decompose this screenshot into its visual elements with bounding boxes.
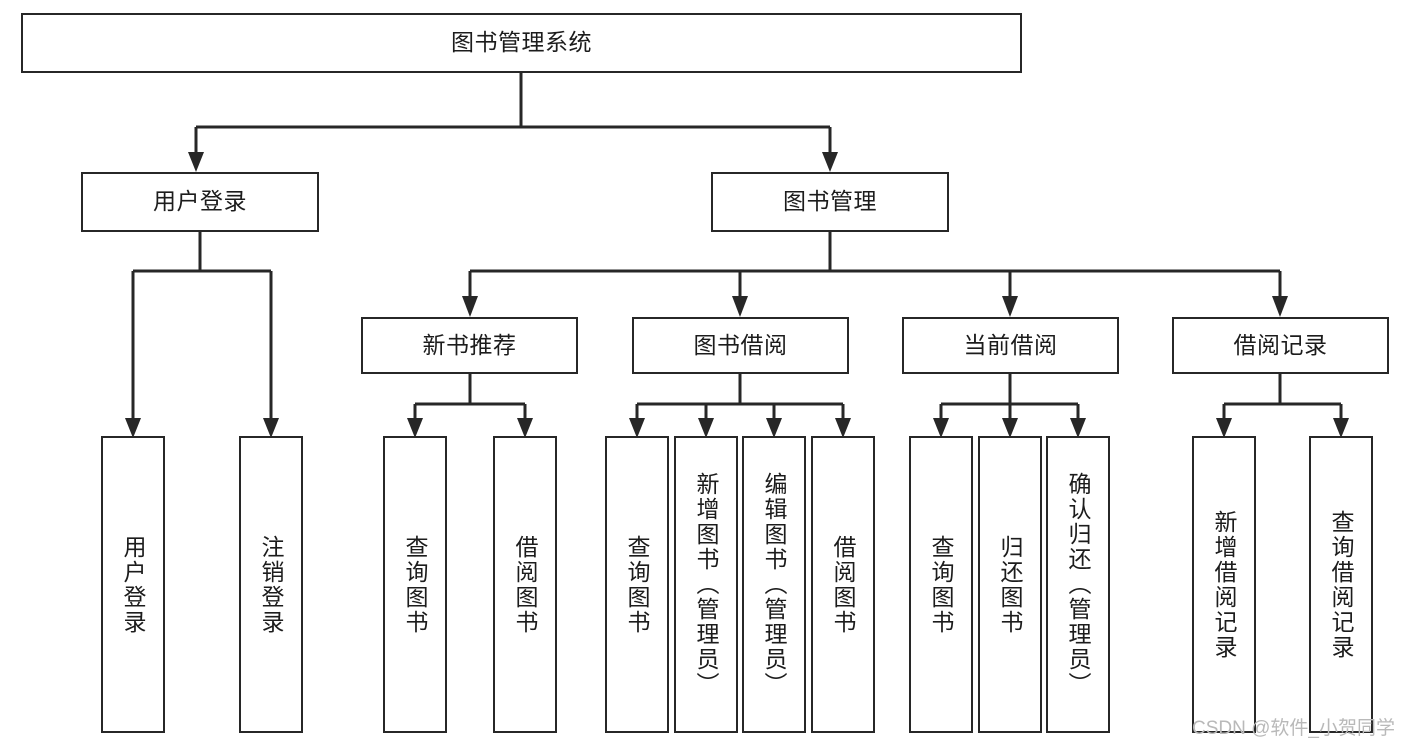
leaf-borrow-books-borrow-label: 借阅图书: [830, 534, 857, 635]
node-borrow-records[interactable]: 借阅记录: [1172, 317, 1389, 374]
leaf-confirm-return-admin[interactable]: 确认归还（管理员）: [1046, 436, 1110, 733]
leaf-borrow-books-recommend-label: 借阅图书: [512, 534, 539, 635]
node-current-borrow[interactable]: 当前借阅: [902, 317, 1119, 374]
leaf-query-books-current[interactable]: 查询图书: [909, 436, 973, 733]
leaf-query-books-current-label: 查询图书: [928, 534, 955, 635]
leaf-edit-book-admin-label: 编辑图书（管理员）: [761, 472, 788, 697]
leaf-add-borrow-record[interactable]: 新增借阅记录: [1192, 436, 1256, 733]
node-book-borrow[interactable]: 图书借阅: [632, 317, 849, 374]
leaf-borrow-books-borrow[interactable]: 借阅图书: [811, 436, 875, 733]
leaf-add-book-admin[interactable]: 新增图书（管理员）: [674, 436, 738, 733]
leaf-query-books-borrow-label: 查询图书: [624, 534, 651, 635]
leaf-logout-label: 注销登录: [258, 534, 285, 635]
leaf-query-borrow-record-label: 查询借阅记录: [1328, 509, 1355, 660]
leaf-borrow-books-recommend[interactable]: 借阅图书: [493, 436, 557, 733]
leaf-query-borrow-record[interactable]: 查询借阅记录: [1309, 436, 1373, 733]
leaf-add-borrow-record-label: 新增借阅记录: [1211, 509, 1238, 660]
node-current-borrow-label: 当前借阅: [963, 331, 1058, 358]
leaf-user-login[interactable]: 用户登录: [101, 436, 165, 733]
leaf-query-books-borrow[interactable]: 查询图书: [605, 436, 669, 733]
leaf-query-books-recommend-label: 查询图书: [402, 534, 429, 635]
node-new-book-recommend-label: 新书推荐: [422, 331, 517, 358]
leaf-add-book-admin-label: 新增图书（管理员）: [693, 472, 720, 697]
node-new-book-recommend[interactable]: 新书推荐: [361, 317, 578, 374]
node-user-login[interactable]: 用户登录: [81, 172, 319, 232]
leaf-confirm-return-admin-label: 确认归还（管理员）: [1065, 472, 1092, 697]
node-user-login-label: 用户登录: [153, 188, 247, 215]
leaf-query-books-recommend[interactable]: 查询图书: [383, 436, 447, 733]
node-book-management-label: 图书管理: [783, 188, 877, 215]
leaf-user-login-label: 用户登录: [120, 534, 147, 635]
csdn-watermark: CSDN @软件_小贺同学: [1192, 718, 1395, 739]
leaf-return-books-label: 归还图书: [997, 534, 1024, 635]
leaf-edit-book-admin[interactable]: 编辑图书（管理员）: [742, 436, 806, 733]
node-borrow-records-label: 借阅记录: [1233, 331, 1328, 358]
node-book-management[interactable]: 图书管理: [711, 172, 949, 232]
leaf-return-books[interactable]: 归还图书: [978, 436, 1042, 733]
node-root[interactable]: 图书管理系统: [21, 13, 1022, 73]
node-root-label: 图书管理系统: [451, 29, 592, 56]
node-book-borrow-label: 图书借阅: [693, 331, 788, 358]
leaf-logout[interactable]: 注销登录: [239, 436, 303, 733]
